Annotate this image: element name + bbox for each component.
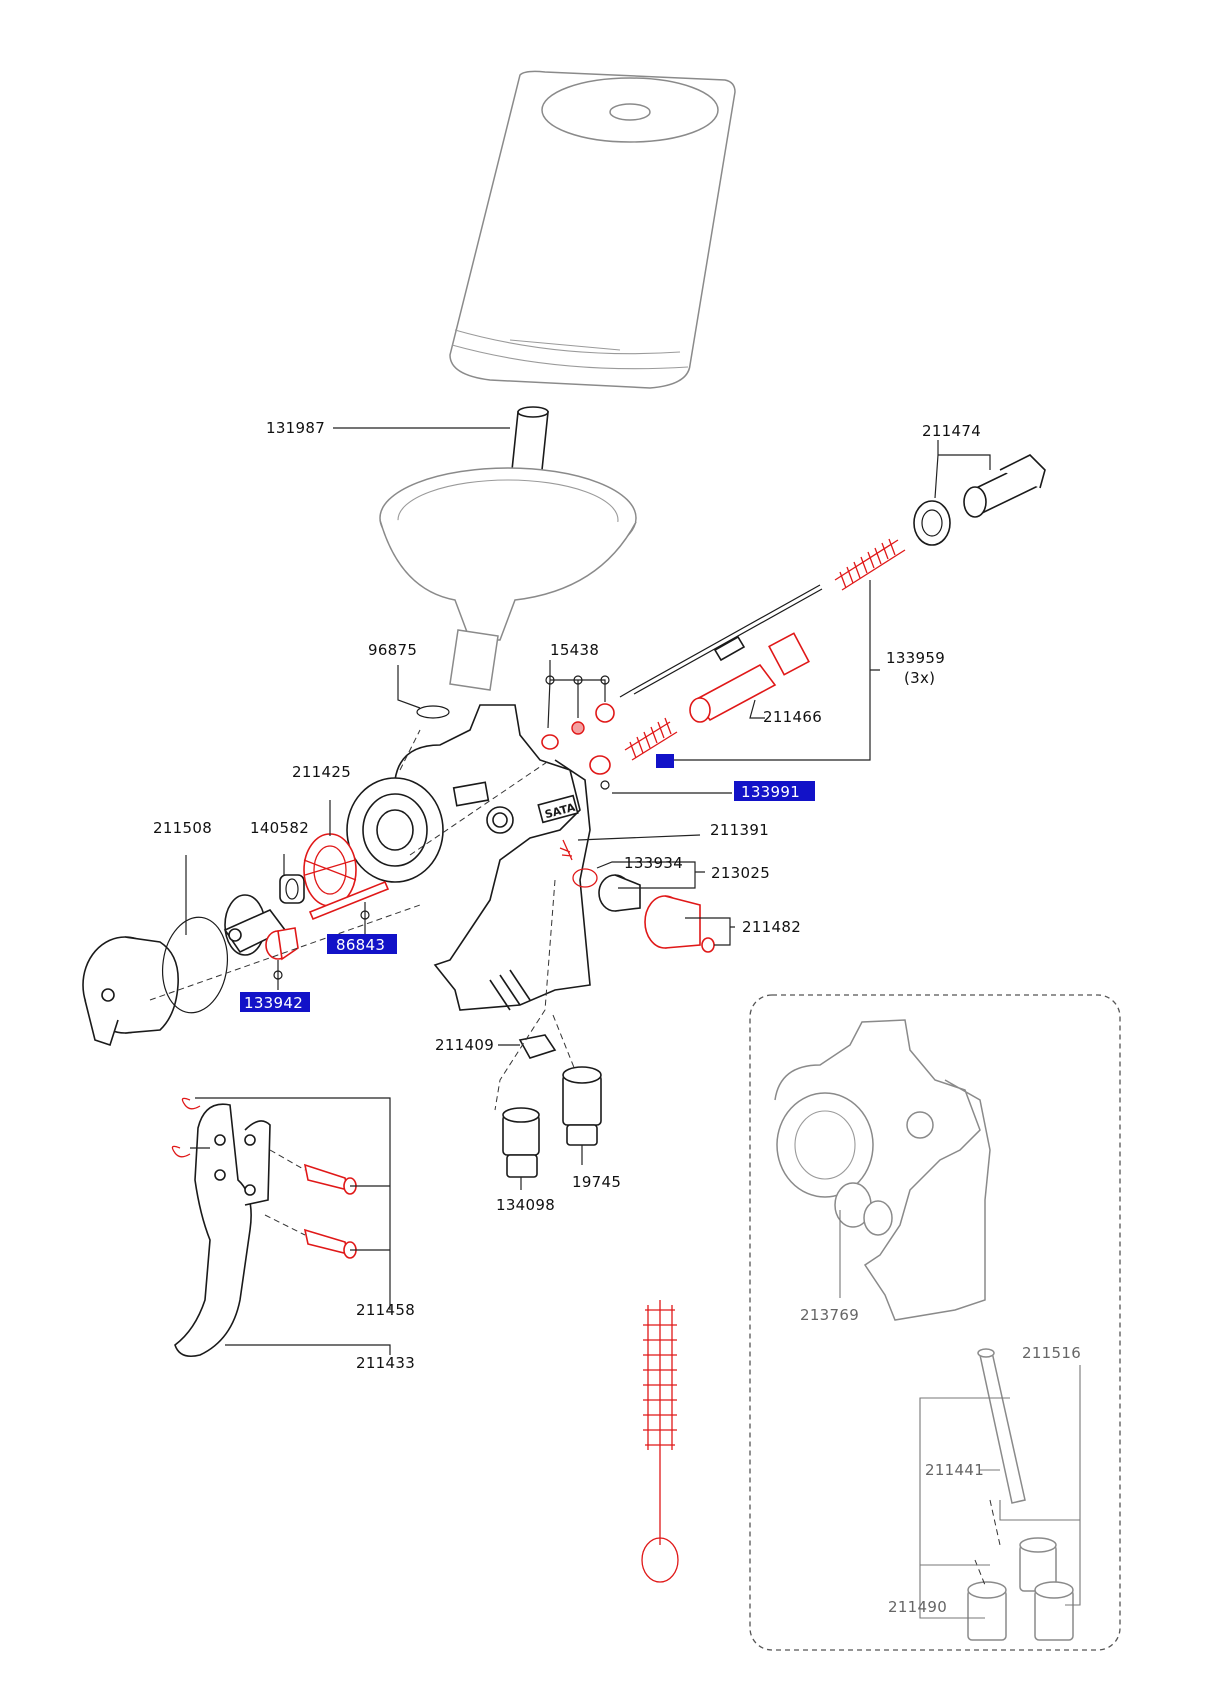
- label-211458: 211458: [356, 1301, 415, 1319]
- label-211516: 211516: [1022, 1344, 1081, 1362]
- label-211425: 211425: [292, 763, 351, 781]
- highlight-133991: [734, 781, 815, 801]
- nipple-133942[interactable]: [265, 927, 299, 961]
- variant-fittings-211490: [967, 1499, 1074, 1641]
- fitting-134098: [502, 1107, 540, 1178]
- label-211482: 211482: [742, 918, 801, 936]
- variant-gun-body: [774, 1019, 991, 1321]
- part-labels: 131987 211474 96875 15438 133959 (3x) 21…: [153, 419, 1081, 1616]
- label-213769: 213769: [800, 1306, 859, 1324]
- nozzle: [223, 894, 287, 956]
- label-211490: 211490: [888, 1598, 947, 1616]
- assembly-axis-lines: [149, 729, 576, 1111]
- label-19745: 19745: [572, 1173, 621, 1191]
- variant-tube-211516: [977, 1348, 1026, 1504]
- trigger-211433: [174, 1103, 271, 1358]
- label-211466: 211466: [763, 708, 822, 726]
- leader-lines: [185, 427, 1081, 1619]
- regulator-211474: [913, 454, 1046, 546]
- label-133991: 133991: [741, 783, 800, 801]
- seal-ring-large: [162, 916, 228, 1014]
- ring-nut-211425[interactable]: [303, 833, 357, 907]
- label-213025: 213025: [711, 864, 770, 882]
- highlight-133942: [240, 992, 310, 1012]
- valve-133991[interactable]: [589, 755, 611, 775]
- spring-133959-mid[interactable]: [624, 717, 678, 761]
- gun-body: SATA: [346, 704, 591, 1011]
- o-ring-96875: [416, 705, 450, 719]
- label-211508: 211508: [153, 819, 212, 837]
- variant-box: [749, 994, 1121, 1651]
- label-140582: 140582: [250, 819, 309, 837]
- label-211391: 211391: [710, 821, 769, 839]
- spring-133959-top[interactable]: [834, 538, 906, 591]
- spacer-140582: [279, 874, 305, 904]
- label-15438: 15438: [550, 641, 599, 659]
- label-211433: 211433: [356, 1354, 415, 1372]
- cup-lid: [379, 467, 637, 691]
- parts-15438[interactable]: [541, 703, 615, 750]
- highlight-marker: [656, 754, 674, 768]
- valve-213025: [598, 874, 641, 912]
- clip-211409: [518, 1034, 557, 1059]
- needle: [619, 584, 823, 698]
- label-86843: 86843: [336, 936, 385, 954]
- label-211409: 211409: [435, 1036, 494, 1054]
- label-133959: 133959: [886, 649, 945, 667]
- needle-packing-211466[interactable]: [689, 632, 810, 723]
- trigger-pins-211458[interactable]: [171, 1097, 357, 1259]
- knob-211482[interactable]: [644, 895, 715, 953]
- label-133959-qty: (3x): [904, 669, 935, 687]
- air-cap: [82, 936, 179, 1047]
- cup-filter: [511, 406, 549, 471]
- label-134098: 134098: [496, 1196, 555, 1214]
- fitting-19745: [562, 1066, 602, 1146]
- label-133934: 133934: [624, 854, 683, 872]
- label-133942: 133942: [244, 994, 303, 1012]
- paint-cup: [449, 70, 736, 389]
- highlight-86843: [327, 934, 397, 954]
- red-spring-211391[interactable]: [559, 839, 573, 861]
- label-211441: 211441: [925, 1461, 984, 1479]
- o-ring-133934[interactable]: [572, 868, 598, 888]
- label-96875: 96875: [368, 641, 417, 659]
- pin-86843[interactable]: [308, 880, 390, 921]
- connector-dots: [273, 675, 610, 980]
- label-131987: 131987: [266, 419, 325, 437]
- cleaning-brush: [641, 1300, 679, 1583]
- label-211474: 211474: [922, 422, 981, 440]
